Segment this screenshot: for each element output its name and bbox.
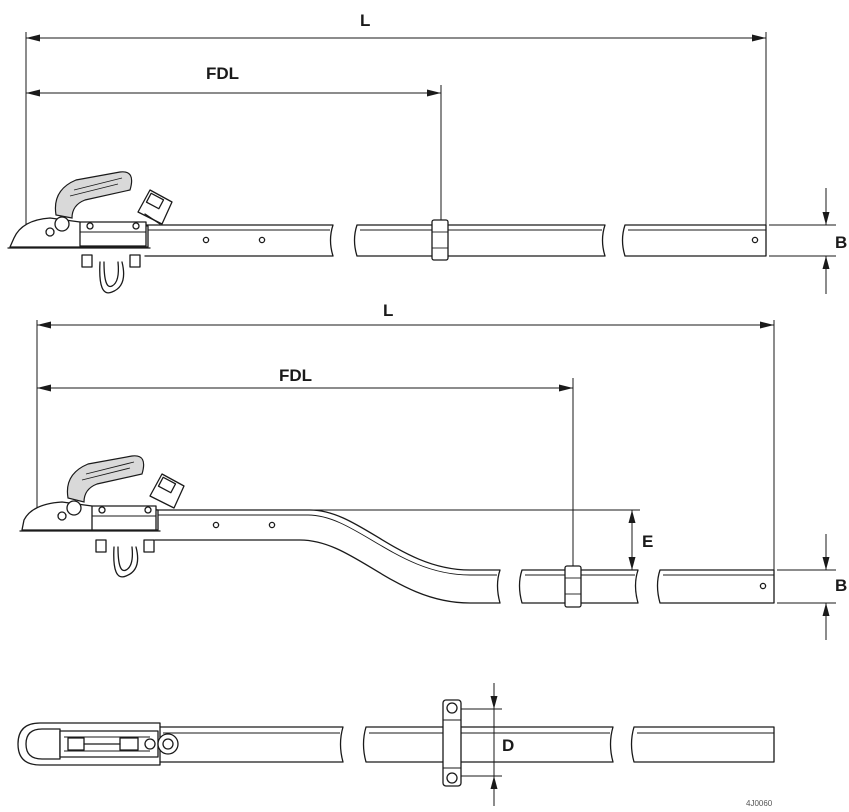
b-label-mid: B: [835, 576, 847, 595]
jockey-clamp-plan: [442, 699, 462, 787]
drawbar-plan-view: D: [17, 683, 775, 806]
cranked-drawbar-side-view: L FDL: [19, 301, 847, 640]
u-bolt-mid: [95, 539, 155, 578]
length-dimension-top: [26, 34, 766, 42]
fdl-label-top: FDL: [206, 64, 239, 83]
drawbar-tube-top: [144, 224, 767, 257]
b-dimension-top: [769, 188, 836, 294]
jockey-clamp-mid: [564, 565, 582, 608]
fdl-label-mid: FDL: [279, 366, 312, 385]
d-dimension: [461, 683, 502, 806]
fdl-dimension-mid: [37, 384, 573, 392]
u-bolt-top: [81, 254, 141, 294]
coupling-head-mid: [19, 455, 185, 532]
figure-code: 4J0060: [746, 799, 773, 808]
coupling-head-top: [7, 171, 173, 249]
length-label-mid: L: [383, 301, 393, 320]
length-dimension-mid: [37, 321, 774, 329]
jockey-clamp-top: [431, 219, 449, 261]
e-dimension: [158, 509, 640, 570]
drawbar-tube-plan: [159, 726, 775, 763]
drawbar-tube-mid: [154, 509, 775, 604]
b-dimension-mid: [777, 534, 836, 640]
coupling-head-plan: [17, 722, 179, 766]
length-label-top: L: [360, 11, 370, 30]
e-label: E: [642, 532, 653, 551]
d-label: D: [502, 736, 514, 755]
straight-drawbar-side-view: L FDL: [7, 11, 847, 294]
fdl-dimension-top: [26, 89, 441, 97]
b-label-top: B: [835, 233, 847, 252]
